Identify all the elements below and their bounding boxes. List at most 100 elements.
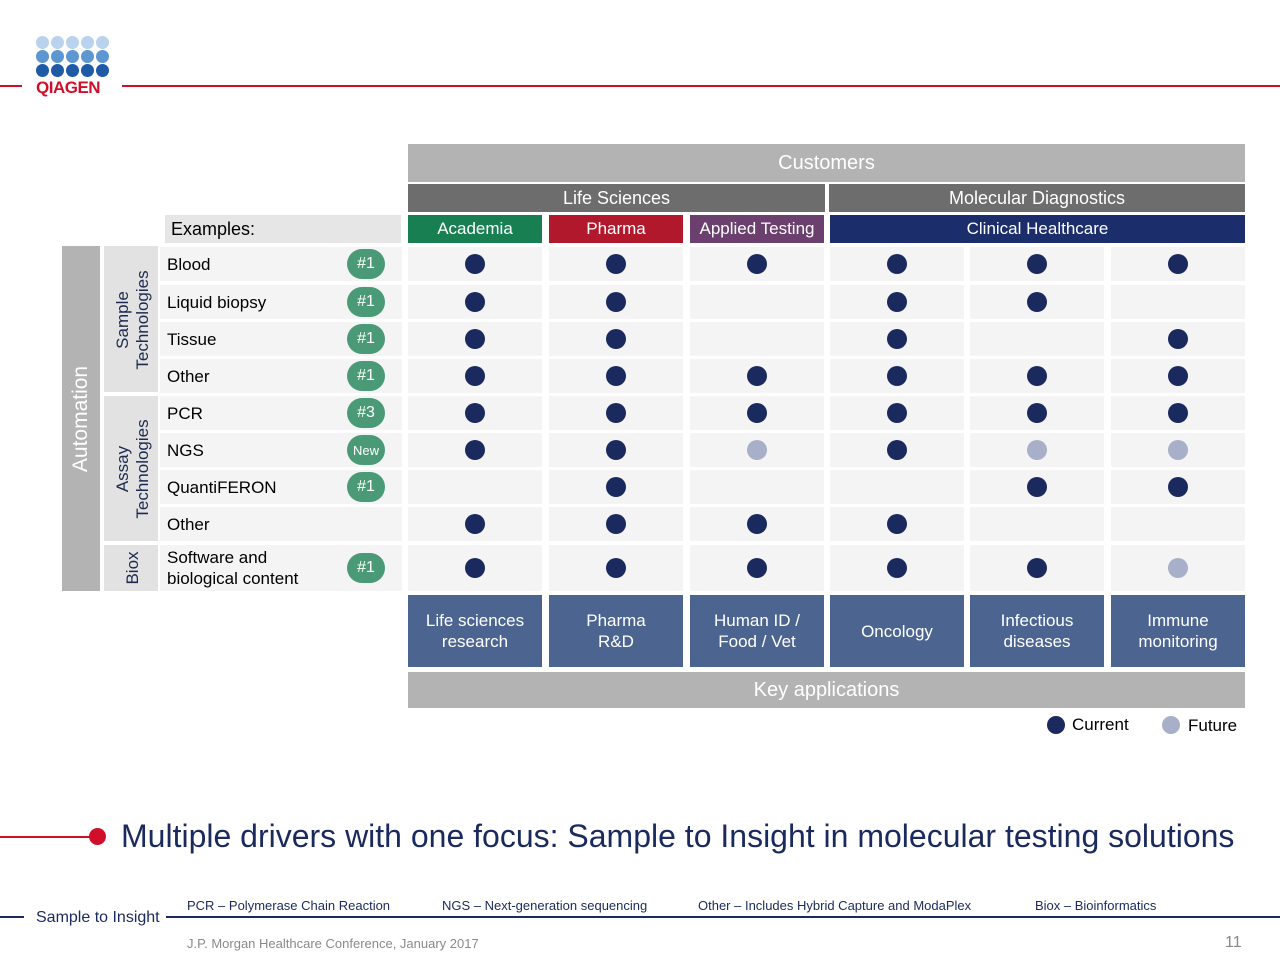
footnote-biox: Biox – Bioinformatics bbox=[1035, 898, 1157, 913]
application-box: Immune monitoring bbox=[1111, 595, 1245, 667]
logo-dot bbox=[36, 64, 49, 77]
logo-dot bbox=[51, 64, 64, 77]
current-dot bbox=[465, 403, 485, 423]
current-dot bbox=[1027, 558, 1047, 578]
ranking-badge: #1 bbox=[347, 249, 385, 279]
row-label-text: Software and biological content bbox=[167, 548, 299, 588]
current-dot bbox=[887, 440, 907, 460]
current-dot bbox=[465, 440, 485, 460]
current-dot bbox=[465, 366, 485, 386]
matrix-cell bbox=[690, 470, 824, 504]
row-label-text: Blood bbox=[167, 254, 211, 274]
current-dot bbox=[1168, 366, 1188, 386]
current-dot bbox=[606, 558, 626, 578]
future-dot bbox=[1027, 440, 1047, 460]
logo-dot bbox=[96, 50, 109, 63]
footnote-pcr: PCR – Polymerase Chain Reaction bbox=[187, 898, 391, 913]
column-pharma: Pharma bbox=[549, 215, 683, 243]
matrix-cell bbox=[1111, 285, 1245, 319]
current-dot bbox=[747, 558, 767, 578]
matrix-cell bbox=[408, 470, 542, 504]
current-dot bbox=[465, 254, 485, 274]
logo-dot bbox=[96, 36, 109, 49]
logo-dot bbox=[51, 36, 64, 49]
assay-technologies-label: Assay Technologies bbox=[113, 419, 152, 519]
future-dot bbox=[747, 440, 767, 460]
logo-dot bbox=[66, 64, 79, 77]
logo-dot bbox=[81, 50, 94, 63]
current-dot bbox=[887, 329, 907, 349]
ranking-badge: New bbox=[347, 435, 385, 465]
logo-dot bbox=[66, 36, 79, 49]
footer-line-left bbox=[0, 916, 24, 918]
current-dot bbox=[606, 366, 626, 386]
current-dot bbox=[606, 292, 626, 312]
footnote-ngs: NGS – Next-generation sequencing bbox=[442, 898, 648, 913]
headline-bullet bbox=[89, 828, 106, 845]
current-dot bbox=[887, 514, 907, 534]
row-label-text: NGS bbox=[167, 440, 204, 460]
current-dot bbox=[1027, 366, 1047, 386]
sample-technologies-label: Sample Technologies bbox=[113, 270, 152, 370]
current-dot bbox=[887, 558, 907, 578]
key-applications-footer: Key applications bbox=[408, 672, 1245, 708]
application-box: Life sciences research bbox=[408, 595, 542, 667]
legend-current-label: Current bbox=[1072, 715, 1129, 734]
row-label-text: PCR bbox=[167, 403, 203, 423]
legend-current-dot bbox=[1047, 716, 1065, 734]
current-dot bbox=[465, 292, 485, 312]
future-dot bbox=[1168, 558, 1188, 578]
matrix-cell bbox=[970, 507, 1104, 541]
logo-text: QIAGEN bbox=[36, 78, 101, 97]
current-dot bbox=[1168, 403, 1188, 423]
row-label-text: Other bbox=[167, 514, 210, 534]
row-label-text: Tissue bbox=[167, 329, 217, 349]
current-dot bbox=[747, 254, 767, 274]
row-label-text: QuantiFERON bbox=[167, 477, 277, 497]
application-label: Oncology bbox=[861, 621, 933, 641]
ranking-badge: #1 bbox=[347, 361, 385, 391]
application-label: Pharma R&D bbox=[586, 611, 646, 651]
logo-dot bbox=[51, 50, 64, 63]
legend-future-dot bbox=[1162, 716, 1180, 734]
current-dot bbox=[1027, 254, 1047, 274]
current-dot bbox=[606, 329, 626, 349]
current-dot bbox=[1027, 403, 1047, 423]
top-divider-right bbox=[122, 85, 1280, 87]
application-box: Human ID / Food / Vet bbox=[690, 595, 824, 667]
assay-technologies-bar bbox=[104, 396, 158, 541]
row-label: Other bbox=[160, 507, 402, 541]
column-applied-testing: Applied Testing bbox=[690, 215, 824, 243]
current-dot bbox=[887, 254, 907, 274]
ranking-badge: #3 bbox=[347, 398, 385, 428]
application-label: Immune monitoring bbox=[1138, 611, 1218, 651]
current-dot bbox=[747, 403, 767, 423]
application-label: Human ID / Food / Vet bbox=[714, 611, 800, 651]
logo-dot bbox=[96, 64, 109, 77]
application-box: Oncology bbox=[830, 595, 964, 667]
customers-header: Customers bbox=[408, 144, 1245, 182]
current-dot bbox=[747, 514, 767, 534]
row-label-text: Other bbox=[167, 366, 210, 386]
current-dot bbox=[887, 292, 907, 312]
top-divider-left bbox=[0, 85, 22, 87]
sample-technologies-bar bbox=[104, 246, 158, 392]
ranking-badge: #1 bbox=[347, 324, 385, 354]
current-dot bbox=[1168, 477, 1188, 497]
logo-dot bbox=[81, 64, 94, 77]
ranking-badge: #1 bbox=[347, 472, 385, 502]
examples-label: Examples: bbox=[165, 215, 401, 243]
current-dot bbox=[606, 440, 626, 460]
matrix-cell bbox=[690, 285, 824, 319]
current-dot bbox=[1027, 477, 1047, 497]
current-dot bbox=[606, 254, 626, 274]
current-dot bbox=[1027, 292, 1047, 312]
life-sciences-header: Life Sciences bbox=[408, 184, 825, 212]
conference-label: J.P. Morgan Healthcare Conference, Janua… bbox=[187, 936, 479, 951]
matrix-cell bbox=[970, 322, 1104, 356]
column-academia: Academia bbox=[408, 215, 542, 243]
automation-bar bbox=[62, 246, 100, 591]
current-dot bbox=[1168, 329, 1188, 349]
ranking-badge: #1 bbox=[347, 553, 385, 583]
current-dot bbox=[465, 514, 485, 534]
